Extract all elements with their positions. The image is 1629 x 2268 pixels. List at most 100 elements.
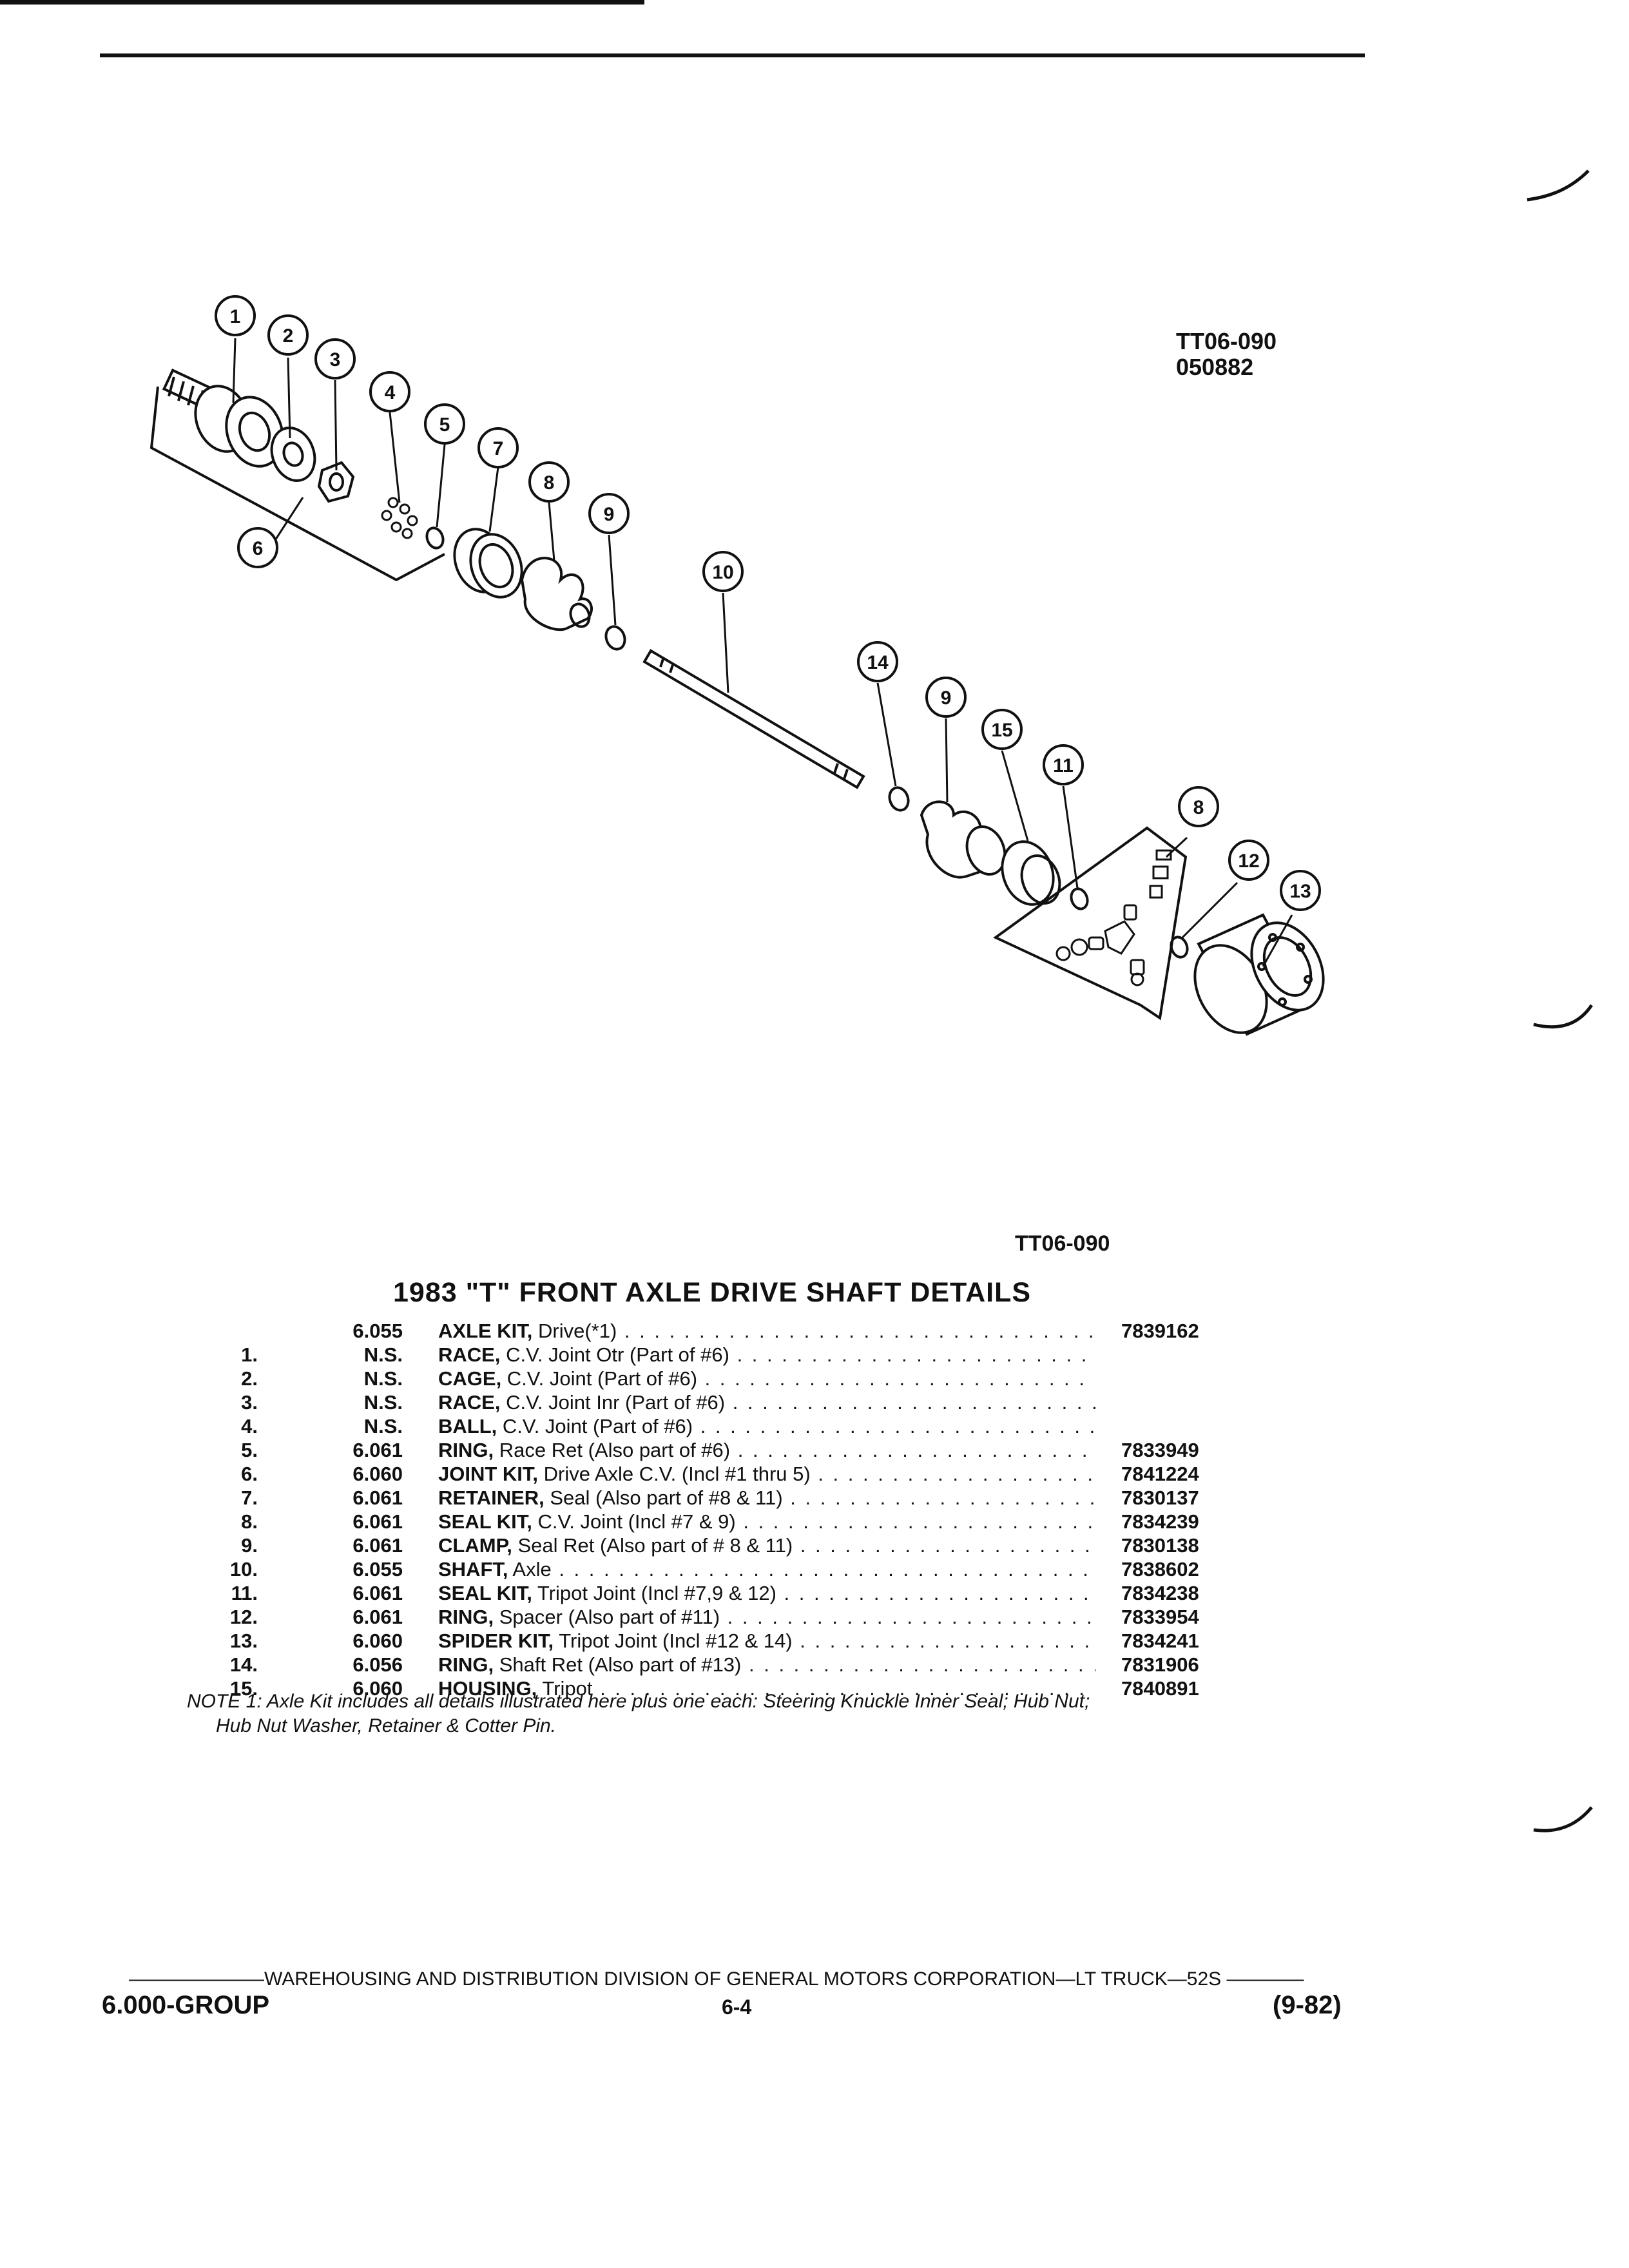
leader-dots: . . . . . . . . . . . . . . . . . . . . … xyxy=(743,1510,1095,1533)
page-title: 1983 "T" FRONT AXLE DRIVE SHAFT DETAILS xyxy=(393,1277,1032,1308)
item-number: 4. xyxy=(241,1415,258,1437)
part-description: HOUSING, Tripot . . . . . . . . . . . . … xyxy=(438,1677,1095,1700)
item-number: 2. xyxy=(241,1367,258,1390)
group-number: 6.061 xyxy=(352,1582,403,1604)
spider-kit-parts xyxy=(1055,849,1172,986)
item-number: 9. xyxy=(241,1534,258,1557)
tripot-housing-part xyxy=(1193,913,1325,1036)
group-number: 6.056 xyxy=(352,1653,403,1676)
spider-kit-bracket xyxy=(993,826,1188,1021)
part-description: RING, Race Ret (Also part of #6) . . . .… xyxy=(438,1439,1095,1462)
part-detail: C.V. Joint Inr (Part of #6) xyxy=(500,1391,726,1414)
part-description: JOINT KIT, Drive Axle C.V. (Incl #1 thru… xyxy=(438,1463,1095,1486)
callout-8-label: 8 xyxy=(544,472,555,494)
part-number: 7834241 xyxy=(1121,1629,1199,1652)
parts-row: 1. N.S. RACE, C.V. Joint Otr (Part of #6) … xyxy=(0,1343,1629,1367)
callout-12 xyxy=(1043,744,1084,785)
item-number: 5. xyxy=(241,1439,258,1461)
leader-dots: . . . . . . . . . . . . . . . . . . . . … xyxy=(704,1367,1095,1390)
part-description: RACE, C.V. Joint Inr (Part of #6) . . . … xyxy=(438,1391,1095,1414)
part-number: 7833954 xyxy=(1121,1606,1199,1628)
joint-kit-bracket xyxy=(149,386,445,582)
cage-part xyxy=(270,427,316,482)
part-name: HOUSING, xyxy=(438,1677,537,1700)
part-name: RETAINER, xyxy=(438,1486,545,1509)
callout-3 xyxy=(314,338,356,380)
leader-dots: . . . . . . . . . . . . . . . . . . . . … xyxy=(818,1463,1095,1485)
part-name: AXLE KIT, xyxy=(438,1320,533,1342)
callout-12-label: 11 xyxy=(1053,755,1074,776)
callout-14 xyxy=(1228,840,1269,881)
footer-division-line: ———————WAREHOUSING AND DISTRIBUTION DIVI… xyxy=(129,1968,1304,1990)
part-number: 7830138 xyxy=(1121,1534,1199,1557)
shaft-ret-ring-part xyxy=(1170,936,1189,959)
boot-part xyxy=(520,557,593,631)
callout-2 xyxy=(267,314,309,356)
leader-lines xyxy=(232,338,1293,967)
leader-dots: . . . . . . . . . . . . . . . . . . . . … xyxy=(727,1606,1095,1628)
item-number: 14. xyxy=(229,1653,258,1676)
part-detail: Shaft Ret (Also part of #13) xyxy=(494,1653,742,1676)
callout-4-label: 4 xyxy=(385,382,396,403)
item-number: 1. xyxy=(241,1343,258,1366)
part-description: SEAL KIT, C.V. Joint (Incl #7 & 9) . . .… xyxy=(438,1510,1095,1533)
part-name: RACE, xyxy=(438,1343,501,1366)
part-detail: C.V. Joint (Incl #7 & 9) xyxy=(532,1510,736,1533)
margin-mark-3 xyxy=(1533,1806,1593,1832)
part-number: 7834239 xyxy=(1121,1510,1199,1533)
callout-6-label: 6 xyxy=(253,538,264,559)
leader-dots: . . . . . . . . . . . . . . . . . . . . … xyxy=(700,1415,1095,1437)
part-description: SPIDER KIT, Tripot Joint (Incl #12 & 14)… xyxy=(438,1629,1095,1653)
part-name: SEAL KIT, xyxy=(438,1582,532,1604)
figure-code: TT06-090 xyxy=(1176,328,1277,354)
callout-8b xyxy=(981,709,1023,750)
callout-8 xyxy=(528,461,570,503)
callout-15-label: 13 xyxy=(1289,881,1311,902)
callout-7 xyxy=(477,427,519,468)
callout-11-label: 9 xyxy=(941,687,952,709)
header-rule xyxy=(100,53,1365,57)
part-name: CAGE, xyxy=(438,1367,502,1390)
group-number: N.S. xyxy=(363,1415,403,1437)
part-name: SPIDER KIT, xyxy=(438,1629,554,1652)
part-detail: Axle xyxy=(508,1558,552,1581)
group-number: N.S. xyxy=(363,1391,403,1414)
item-number: 12. xyxy=(229,1606,258,1628)
group-number: 6.060 xyxy=(352,1629,403,1652)
part-detail: C.V. Joint (Part of #6) xyxy=(501,1367,698,1390)
tripot-boot-part xyxy=(920,800,1007,879)
part-detail: Tripot xyxy=(537,1677,593,1700)
part-detail: Drive Axle C.V. (Incl #1 thru 5) xyxy=(538,1463,811,1485)
inner-race-part xyxy=(317,461,355,503)
part-name: CLAMP, xyxy=(438,1534,512,1557)
group-number: N.S. xyxy=(363,1343,403,1366)
group-number: 6.061 xyxy=(352,1510,403,1533)
callout-14-label: 12 xyxy=(1238,850,1259,872)
figure-date-code: 050882 xyxy=(1176,354,1254,380)
callout-5 xyxy=(424,403,465,445)
clamp-part-2 xyxy=(888,786,910,812)
leader-dots: . . . . . . . . . . . . . . . . . . . . … xyxy=(737,1439,1095,1461)
item-number: 8. xyxy=(241,1510,258,1533)
footer-group: 6.000-GROUP xyxy=(102,1991,270,2019)
part-detail: Race Ret (Also part of #6) xyxy=(494,1439,731,1461)
parts-row: 8. 6.061 SEAL KIT, C.V. Joint (Incl #7 & 9… xyxy=(0,1510,1629,1534)
parts-row: 2.N.S.CAGE, C.V. Joint (Part of #6) . . … xyxy=(0,1367,1629,1391)
retainer-part xyxy=(453,528,523,599)
group-number: 6.061 xyxy=(352,1486,403,1509)
note-line-1: NOTE 1: Axle Kit includes all details il… xyxy=(187,1691,1090,1712)
callout-10 xyxy=(702,551,744,592)
item-number: 10. xyxy=(229,1558,258,1581)
leader-dots: . . . . . . . . . . . . . . . . . . . . … xyxy=(800,1629,1095,1652)
item-number: 11. xyxy=(231,1582,258,1604)
part-number: 7838602 xyxy=(1121,1558,1199,1581)
part-description: RACE, C.V. Joint Otr (Part of #6) . . . … xyxy=(438,1343,1095,1367)
item-number: 7. xyxy=(241,1486,258,1509)
part-description: CLAMP, Seal Ret (Also part of # 8 & 11) … xyxy=(438,1534,1095,1557)
figure-code-bottom: TT06-090 xyxy=(1015,1231,1110,1256)
